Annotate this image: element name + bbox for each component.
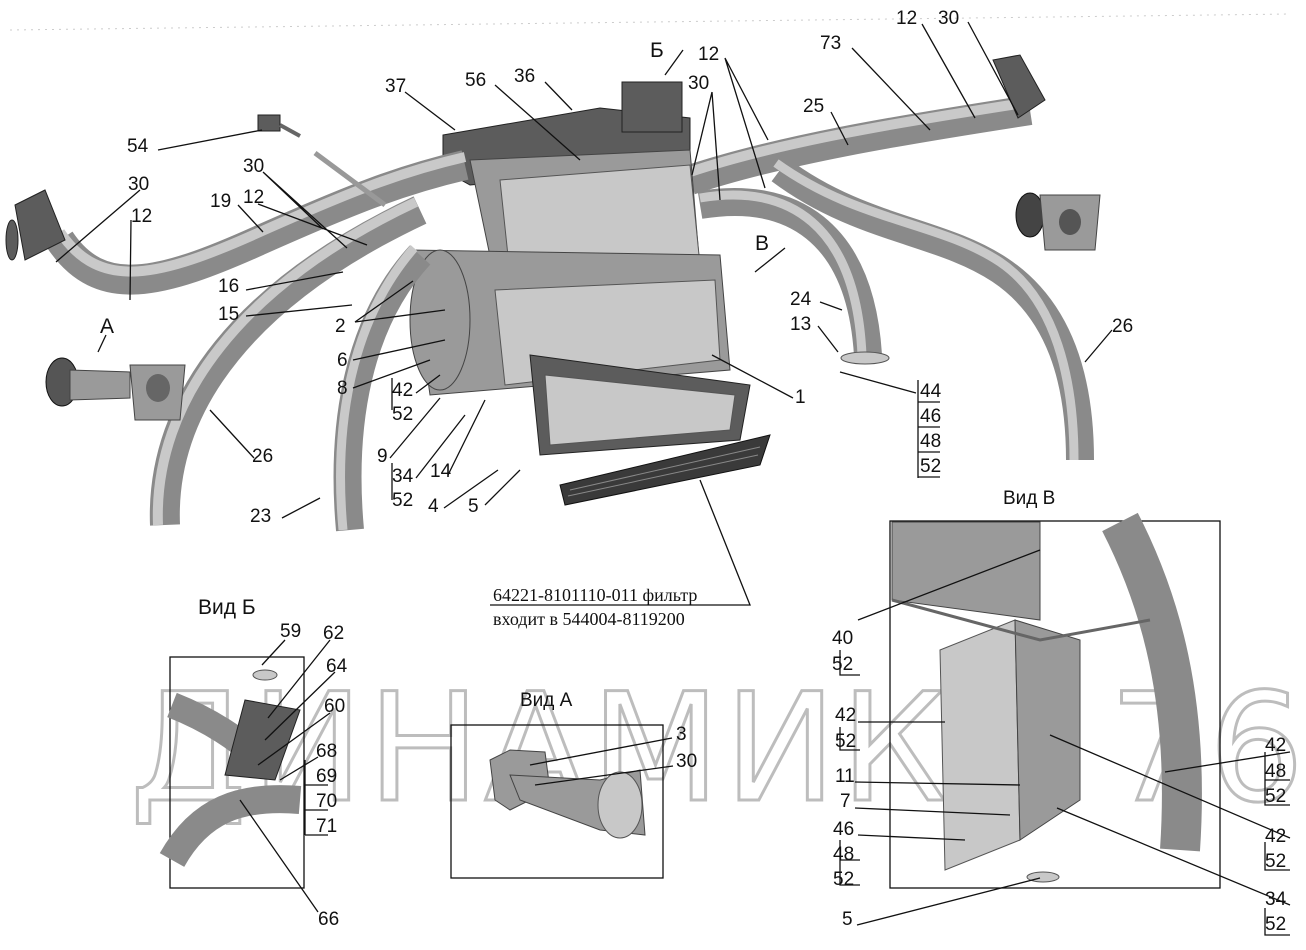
callout-15: 15 xyxy=(218,304,239,325)
callout-37: 37 xyxy=(385,76,406,97)
callout-52: 52 xyxy=(835,731,856,752)
filter-note: 64221-8101110-011 фильтр входит в 544004… xyxy=(490,479,751,629)
sensor-54 xyxy=(257,114,387,208)
callout-30: 30 xyxy=(688,73,709,94)
callout-40: 40 xyxy=(832,628,853,649)
callout-70: 70 xyxy=(316,791,337,812)
view-b-title: Вид Б xyxy=(198,596,256,619)
heater-unit xyxy=(409,81,751,456)
callout-26: 26 xyxy=(252,446,273,467)
callout-23: 23 xyxy=(250,506,271,527)
callout-54: 54 xyxy=(127,136,149,157)
callout-68: 68 xyxy=(316,741,337,762)
callout-64: 64 xyxy=(326,656,348,677)
tube-26-left xyxy=(149,196,427,526)
callout-24: 24 xyxy=(790,289,812,310)
left-vent-nozzle xyxy=(5,189,66,261)
callout-42: 42 xyxy=(1265,826,1286,847)
callout-48: 48 xyxy=(833,844,854,865)
callout-34: 34 xyxy=(1265,889,1287,910)
callout-52: 52 xyxy=(392,404,413,425)
callout-19: 19 xyxy=(210,191,231,212)
callout-66: 66 xyxy=(318,909,339,930)
callout-48: 48 xyxy=(1265,761,1286,782)
callout-46: 46 xyxy=(920,406,941,427)
callout-42: 42 xyxy=(1265,735,1286,756)
view-v-arrow-label: В xyxy=(755,232,769,255)
callout-3: 3 xyxy=(676,724,687,745)
callout-11: 11 xyxy=(835,766,855,787)
main-assembly xyxy=(5,54,1101,532)
view-b: Вид Б 59 62 64 60 68 69 70 71 66 xyxy=(159,596,348,930)
watermark-text: ДИНАМИКА 76 xyxy=(130,662,1306,836)
tube-24-flange xyxy=(840,351,890,365)
callout-5: 5 xyxy=(468,496,479,517)
callout-52: 52 xyxy=(1265,786,1286,807)
callout-4: 4 xyxy=(428,496,439,517)
callout-69: 69 xyxy=(316,766,337,787)
tube-24 xyxy=(697,188,890,365)
callout-44: 44 xyxy=(920,381,942,402)
callout-62: 62 xyxy=(323,623,344,644)
view-a: Вид А 3 30 xyxy=(450,690,697,879)
border-dotted-line xyxy=(9,13,1291,31)
callout-71: 71 xyxy=(316,816,337,837)
callout-12: 12 xyxy=(698,44,719,65)
callout-52: 52 xyxy=(1265,851,1286,872)
callout-6: 6 xyxy=(337,350,348,371)
callout-52: 52 xyxy=(920,456,941,477)
callout-34: 34 xyxy=(392,466,414,487)
callout-36: 36 xyxy=(514,66,535,87)
filter-note-line2: входит в 544004-8119200 xyxy=(493,609,685,629)
main-callouts: 37 56 36 Б 12 30 73 12 30 25 54 30 30 12… xyxy=(55,8,1133,527)
control-panel xyxy=(621,81,683,133)
tube-25 xyxy=(685,95,1033,195)
callout-52: 52 xyxy=(1265,914,1286,935)
callout-13: 13 xyxy=(790,314,811,335)
callout-7: 7 xyxy=(840,791,851,812)
callout-1: 1 xyxy=(795,387,806,408)
callout-25: 25 xyxy=(803,96,824,117)
callout-30: 30 xyxy=(938,8,959,29)
filter-grille xyxy=(559,434,771,506)
callout-48: 48 xyxy=(920,431,941,452)
tube-23 xyxy=(333,245,431,532)
callout-16: 16 xyxy=(218,276,239,297)
callout-8: 8 xyxy=(337,378,348,399)
callout-73: 73 xyxy=(820,33,841,54)
callout-52: 52 xyxy=(832,654,853,675)
callout-5: 5 xyxy=(842,909,853,930)
tube-19 xyxy=(47,150,469,295)
callout-30: 30 xyxy=(676,751,697,772)
callout-12: 12 xyxy=(896,8,917,29)
callout-9: 9 xyxy=(377,446,388,467)
callout-42: 42 xyxy=(392,380,413,401)
callout-56: 56 xyxy=(465,70,486,91)
callout-30: 30 xyxy=(128,174,149,195)
callout-42: 42 xyxy=(835,705,856,726)
loose-nozzle-a xyxy=(45,357,186,421)
callout-52: 52 xyxy=(833,869,854,890)
callout-52: 52 xyxy=(392,490,413,511)
callout-46: 46 xyxy=(833,819,854,840)
view-v-title: Вид В xyxy=(1003,488,1055,509)
callout-30: 30 xyxy=(243,156,264,177)
callout-60: 60 xyxy=(324,696,345,717)
callout-2: 2 xyxy=(335,316,346,337)
tube-26-right xyxy=(771,158,1094,461)
view-a-title: Вид А xyxy=(520,690,573,711)
loose-nozzle-right xyxy=(1015,192,1101,251)
callout-59: 59 xyxy=(280,621,301,642)
callout-26: 26 xyxy=(1112,316,1133,337)
callout-12: 12 xyxy=(131,206,152,227)
filter-note-line1: 64221-8101110-011 фильтр xyxy=(493,585,697,605)
view-a-arrow-label: А xyxy=(100,315,114,338)
callout-12: 12 xyxy=(243,187,264,208)
callout-14: 14 xyxy=(430,461,452,482)
view-v: Вид В 40 52 42 52 11 7 46 48 52 5 42 48 … xyxy=(832,488,1291,936)
view-b-arrow-label: Б xyxy=(650,39,664,62)
